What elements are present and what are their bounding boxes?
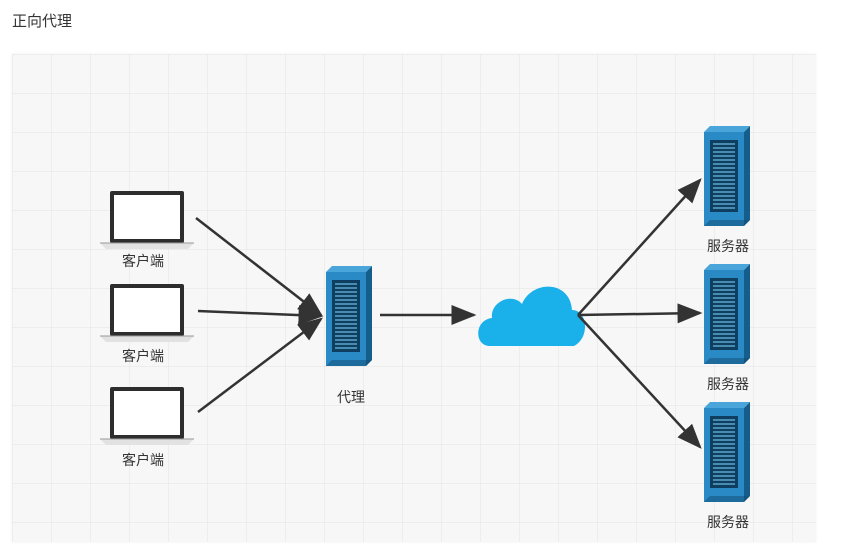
arrow-cloud-to-server1 [577, 178, 702, 316]
client-laptop-icon-2 [99, 283, 195, 343]
proxy-label: 代理 [337, 389, 365, 405]
diagram-svg [12, 54, 816, 542]
server-icon-1 [703, 125, 751, 227]
page-title: 正向代理 [12, 13, 73, 30]
client-label-1: 客户端 [122, 253, 164, 269]
client-label-3: 客户端 [122, 452, 164, 468]
cloud-icon [478, 286, 586, 346]
proxy-server-icon [325, 265, 373, 367]
client-laptop-icon-1 [99, 190, 195, 250]
client-laptop-icon-3 [99, 386, 195, 446]
arrow-cloud-to-server3 [577, 314, 702, 449]
server-label-3: 服务器 [707, 514, 749, 530]
server-label-2: 服务器 [707, 376, 749, 392]
arrow-client1-to-proxy [195, 217, 323, 317]
server-icon-3 [703, 401, 751, 503]
server-icon-2 [703, 263, 751, 365]
server-label-1: 服务器 [707, 238, 749, 254]
arrow-client2-to-proxy [197, 305, 324, 326]
arrow-cloud-to-server2 [577, 303, 703, 324]
arrow-client3-to-proxy [197, 317, 323, 413]
diagram-canvas: 客户端 客户端 客户端 代理 服务器 服务器 服务器 [12, 54, 816, 542]
client-label-2: 客户端 [122, 348, 164, 364]
